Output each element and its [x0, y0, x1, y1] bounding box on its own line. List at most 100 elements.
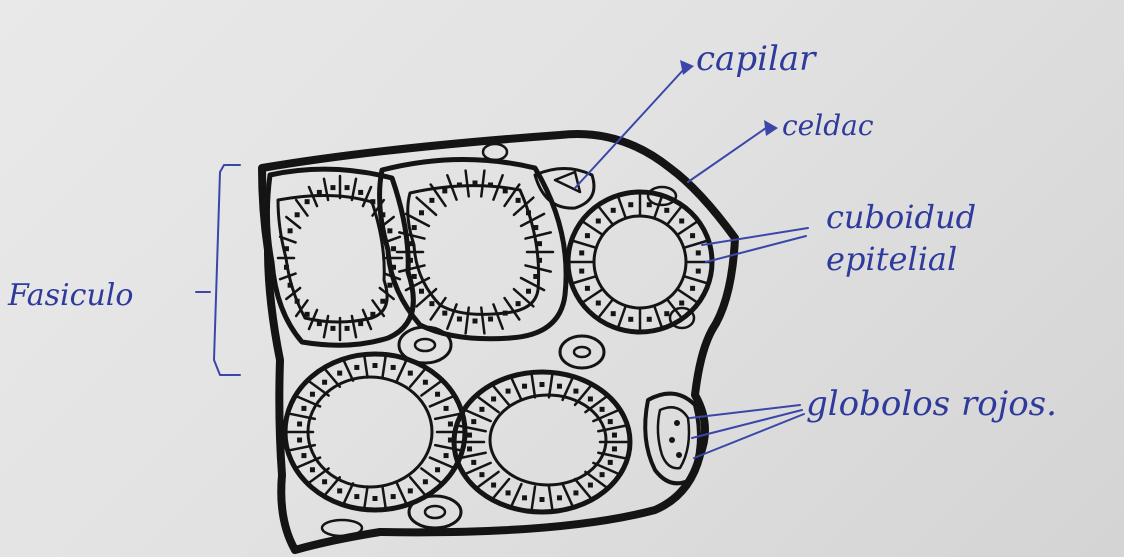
cell-nucleus: [337, 488, 342, 493]
cell-nucleus: [288, 228, 293, 233]
cell-nucleus: [297, 438, 302, 443]
cell-wall: [654, 306, 662, 329]
cell-nucleus: [506, 389, 511, 394]
cell-nucleus: [491, 396, 496, 401]
cell-nucleus: [288, 283, 293, 288]
cell-nucleus: [557, 384, 562, 389]
cell-wall: [286, 217, 300, 228]
cell-wall: [493, 304, 502, 328]
label-capilar: capilar: [696, 39, 817, 79]
cell-wall: [430, 396, 455, 407]
cell-nucleus: [585, 233, 590, 238]
cell-wall: [525, 232, 550, 238]
cell-wall: [618, 306, 626, 329]
cell-wall: [295, 396, 320, 407]
cell-nucleus: [503, 188, 508, 193]
cell-wall: [511, 484, 522, 507]
cell-nucleus: [345, 326, 350, 331]
celdac-leader: [688, 128, 766, 182]
cell-nucleus: [408, 241, 413, 246]
label-cuboidal-line1: cuboidud: [826, 198, 976, 236]
cell-nucleus: [611, 208, 616, 213]
cell-nucleus: [284, 265, 289, 270]
red-blood-cell: [674, 420, 680, 426]
cell-nucleus: [579, 269, 584, 274]
cell-nucleus: [479, 407, 484, 412]
cell-nucleus: [322, 380, 327, 385]
cell-wall: [481, 171, 484, 197]
cell-nucleus: [540, 382, 545, 387]
cell-wall: [466, 308, 469, 334]
cell-nucleus: [506, 490, 511, 495]
cell-nucleus: [370, 312, 375, 317]
cell-nucleus: [608, 460, 613, 465]
cell-wall: [364, 355, 367, 378]
cell-nucleus: [380, 212, 385, 217]
cell-nucleus: [435, 467, 440, 472]
cell-wall: [563, 484, 574, 507]
cell-nucleus: [305, 199, 310, 204]
cell-nucleus: [448, 421, 453, 426]
cell-nucleus: [457, 183, 462, 188]
cell-nucleus: [628, 317, 633, 322]
cell-nucleus: [387, 228, 392, 233]
cell-nucleus: [679, 218, 684, 223]
cell-nucleus: [423, 380, 428, 385]
celdac-arrowhead: [764, 120, 778, 136]
cell-nucleus: [295, 299, 300, 304]
capillary-2: [399, 327, 451, 363]
cell-wall: [363, 187, 371, 206]
cell-wall: [654, 195, 662, 218]
cell-wall: [435, 445, 462, 451]
cell-nucleus: [540, 497, 545, 502]
cell-nucleus: [608, 419, 613, 424]
cell-nucleus: [516, 198, 521, 203]
cell-nucleus: [611, 311, 616, 316]
cell-nucleus: [317, 190, 322, 195]
cell-nucleus: [408, 488, 413, 493]
cell-wall: [575, 384, 592, 405]
capillary-4: [409, 496, 461, 528]
cell-nucleus: [522, 384, 527, 389]
cell-nucleus: [391, 246, 396, 251]
cell-nucleus: [284, 246, 289, 251]
cell-nucleus: [664, 208, 669, 213]
cell-wall: [531, 373, 535, 398]
cell-wall: [593, 463, 620, 475]
cell-nucleus: [412, 274, 417, 279]
cell-nucleus: [573, 389, 578, 394]
cell-nucleus: [317, 321, 322, 326]
cell-wall: [618, 195, 626, 218]
cell-nucleus: [442, 188, 447, 193]
cell-wall: [457, 425, 486, 431]
cell-nucleus: [596, 218, 601, 223]
red-blood-cell: [669, 437, 675, 443]
cell-nucleus: [647, 317, 652, 322]
cell-nucleus: [408, 371, 413, 376]
cell-nucleus: [391, 365, 396, 370]
cell-nucleus: [488, 183, 493, 188]
cell-nucleus: [345, 185, 350, 190]
cell-wall: [549, 487, 553, 512]
cell-wall: [466, 171, 469, 197]
cell-nucleus: [664, 311, 669, 316]
cell-nucleus: [295, 212, 300, 217]
cell-wall: [492, 479, 509, 500]
cell-wall: [492, 384, 509, 405]
cell-nucleus: [600, 472, 605, 477]
label-cuboidal-line2: epitelial: [826, 240, 957, 278]
cell-nucleus: [370, 199, 375, 204]
cell-nucleus: [471, 460, 476, 465]
cell-nucleus: [573, 490, 578, 495]
cell-nucleus: [533, 225, 538, 230]
cell-nucleus: [467, 433, 472, 438]
cell-nucleus: [419, 210, 424, 215]
cell-wall: [572, 276, 597, 283]
cell-nucleus: [310, 467, 315, 472]
cell-nucleus: [585, 286, 590, 291]
cell-nucleus: [310, 392, 315, 397]
cell-nucleus: [444, 453, 449, 458]
cell-nucleus: [479, 472, 484, 477]
cell-wall: [430, 458, 455, 469]
